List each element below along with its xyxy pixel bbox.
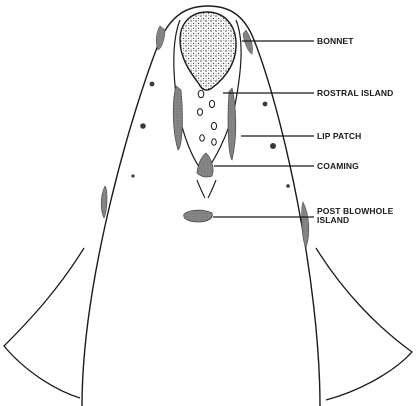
spot-left-mid [140,123,146,129]
rostral-island-2 [209,100,214,107]
spot-left-upper [150,82,155,87]
spot-right-mid [270,143,276,149]
left-lip-patch [173,86,182,150]
label-bonnet: BONNET [317,36,354,46]
left-side-callosity [101,186,107,218]
left-bonnet-edge-callosity [156,26,165,50]
label-rostral-island: ROSTRAL ISLAND [317,88,393,98]
rostral-island-4 [211,122,216,129]
spot-left-lower [131,174,134,177]
coaming-callosity [197,153,213,177]
blowhole-right [208,180,216,198]
rostral-island-3 [198,109,203,116]
bonnet-callosity [180,12,236,90]
rostral-island-5 [200,135,205,141]
spot-right-lower [286,184,290,188]
rostral-island-1 [198,90,204,98]
label-coaming: COAMING [317,161,359,171]
rostral-island-6 [212,139,217,145]
left-flipper [4,248,84,398]
label-lip-patch: LIP PATCH [317,131,361,141]
post-blowhole-island [184,210,213,222]
blowhole-left [197,180,205,198]
right-lip-patch [228,88,236,160]
label-post-blowhole-line2: ISLAND [317,215,349,225]
right-flipper [316,248,412,400]
right-side-callosity [302,202,309,248]
spot-right-upper [263,102,268,107]
